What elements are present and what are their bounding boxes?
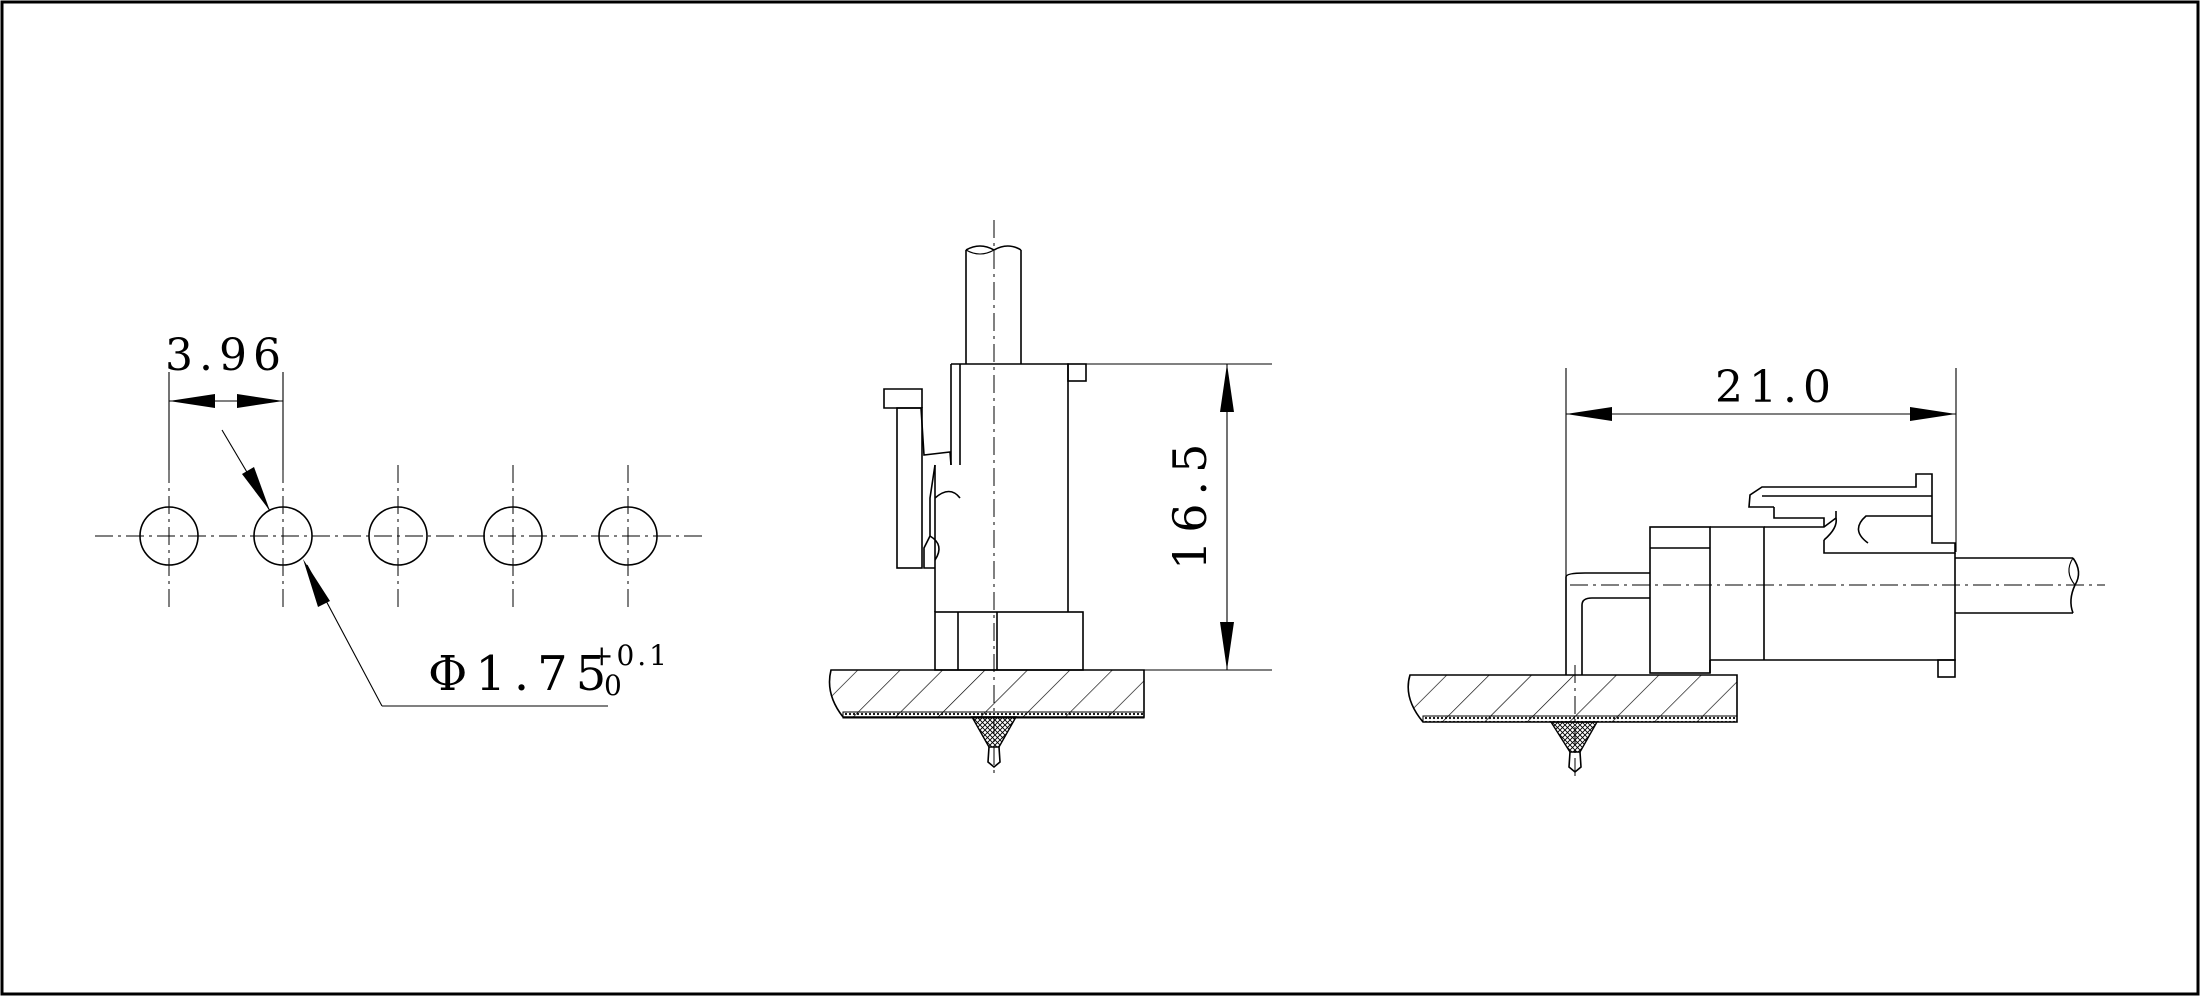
height-dimension: 16.5 [1083, 363, 1272, 671]
pitch-label: 3.96 [165, 330, 287, 381]
side-housing [1565, 473, 1956, 678]
hole-3 [368, 465, 428, 610]
tolerance-upper: +0.1 [590, 639, 670, 672]
front-housing [883, 363, 1087, 671]
pitch-dimension: 3.96 [165, 330, 287, 470]
hole-diameter-label: Φ1.75 [428, 646, 614, 702]
hole-1 [139, 465, 199, 610]
height-label: 16.5 [1163, 436, 1217, 570]
hole-pattern-view: 3.96 Φ1.75 +0.1 0 [95, 330, 705, 707]
hole-5 [598, 465, 658, 610]
hole-4 [483, 465, 543, 610]
hole-2 [253, 465, 313, 610]
diameter-value: 1.75 [475, 646, 614, 702]
front-view: 16.5 [828, 220, 1272, 775]
front-wire [965, 245, 1022, 364]
front-pcb [828, 669, 1145, 769]
length-label: 21.0 [1715, 362, 1837, 413]
tolerance-lower: 0 [604, 669, 622, 702]
diameter-symbol: Φ [428, 646, 475, 702]
side-view: 21.0 [1407, 362, 2105, 780]
hole-diameter-leader: Φ1.75 +0.1 0 [221, 429, 670, 707]
length-dimension: 21.0 [1565, 362, 1957, 590]
side-pcb [1407, 674, 1738, 774]
